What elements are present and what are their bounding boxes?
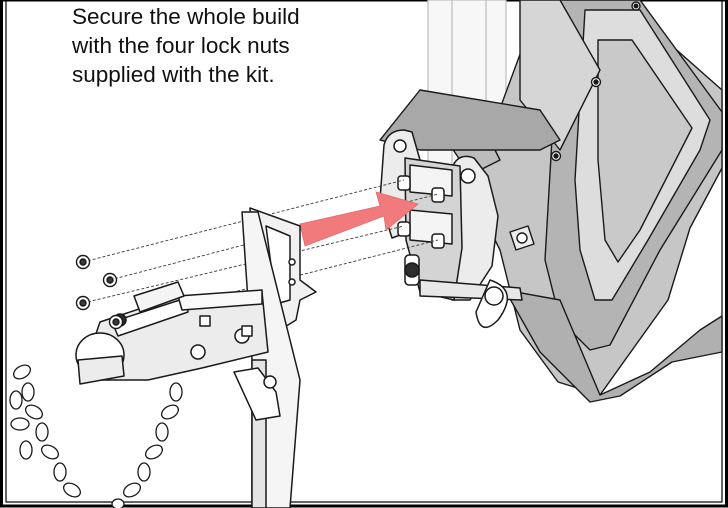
lock-nut [108, 314, 124, 330]
safety-chain-left [9, 364, 82, 498]
inner-border [5, 0, 723, 503]
instruction-text: Secure the whole build with the four loc… [72, 2, 364, 89]
safety-chain-right [111, 382, 183, 508]
instruction-line: Secure the whole build [72, 4, 300, 29]
direction-arrow [299, 191, 419, 247]
lock-nut [102, 272, 118, 288]
bike-rack-tray [379, 0, 723, 403]
hinge-bracket [379, 129, 523, 329]
hitch-coupler [75, 207, 317, 508]
instruction-line: supplied with the kit. [72, 62, 275, 87]
instruction-line: with the four lock nuts [72, 33, 290, 58]
lock-nut [75, 254, 91, 270]
lock-nut [75, 295, 91, 311]
lock-nuts [75, 254, 124, 330]
